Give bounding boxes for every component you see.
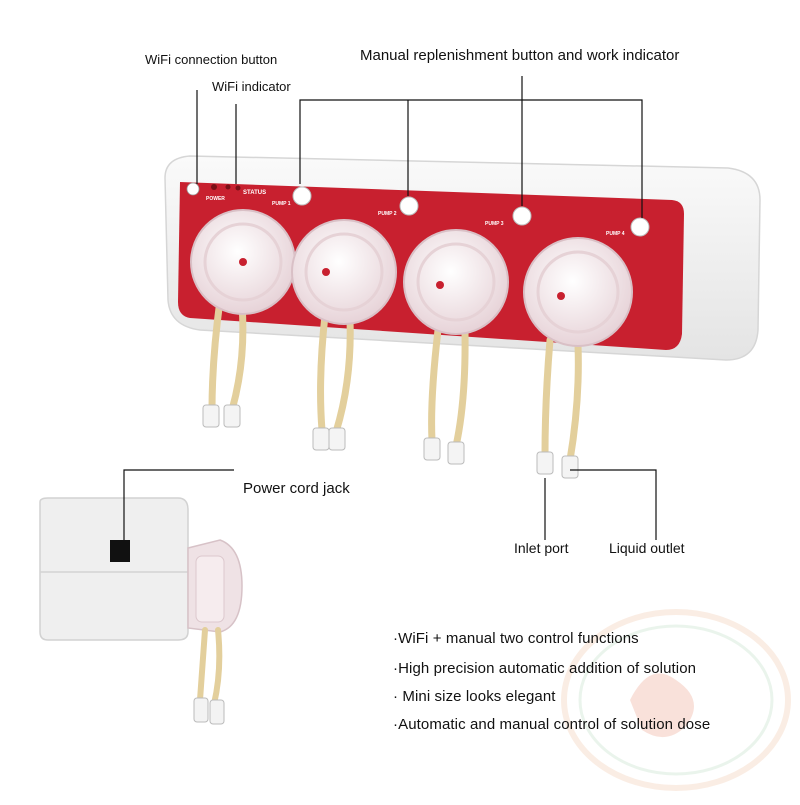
- status-led-1: [225, 184, 231, 190]
- pump-4-label: PUMP 4: [606, 231, 625, 237]
- manual-button-pump-2[interactable]: [399, 196, 419, 216]
- callout-liquid-outlet: Liquid outlet: [609, 540, 685, 556]
- manual-button-pump-3[interactable]: [512, 206, 532, 226]
- feature-item: ·Automatic and manual control of solutio…: [393, 716, 711, 733]
- callout-inlet-port: Inlet port: [514, 540, 569, 556]
- feature-item: · Mini size looks elegant: [393, 688, 556, 705]
- callout-wifi-connection-button: WiFi connection button: [145, 52, 278, 67]
- silicone-tubes: [208, 296, 582, 464]
- pump-head-2: [291, 219, 397, 325]
- pump-head-1: [190, 209, 296, 315]
- power-led: [211, 184, 217, 190]
- pump-2-label: PUMP 2: [378, 211, 397, 217]
- manual-button-pump-1[interactable]: [292, 186, 312, 206]
- wifi-connection-button[interactable]: [186, 182, 200, 196]
- pump-head-4: [523, 237, 633, 347]
- callout-wifi-indicator: WiFi indicator: [212, 79, 291, 94]
- power-cord-jack: [110, 540, 130, 562]
- power-label: POWER: [206, 196, 225, 202]
- watermark-logo: [561, 609, 791, 791]
- status-label: STATUS: [243, 190, 266, 196]
- feature-item: ·High precision automatic addition of so…: [393, 660, 697, 677]
- callout-manual-button: Manual replenishment button and work ind…: [360, 47, 680, 64]
- manual-button-pump-4[interactable]: [630, 217, 650, 237]
- feature-item: ·WiFi + manual two control functions: [393, 630, 639, 647]
- callout-power-cord-jack: Power cord jack: [243, 480, 350, 497]
- side-view-device: [39, 497, 243, 725]
- callout-lines: [123, 76, 657, 540]
- pump-head-3: [403, 229, 509, 335]
- status-led-2: [235, 185, 241, 191]
- pump-3-label: PUMP 3: [485, 221, 504, 227]
- tube-connectors: [202, 404, 579, 479]
- pump-1-label: PUMP 1: [272, 201, 291, 207]
